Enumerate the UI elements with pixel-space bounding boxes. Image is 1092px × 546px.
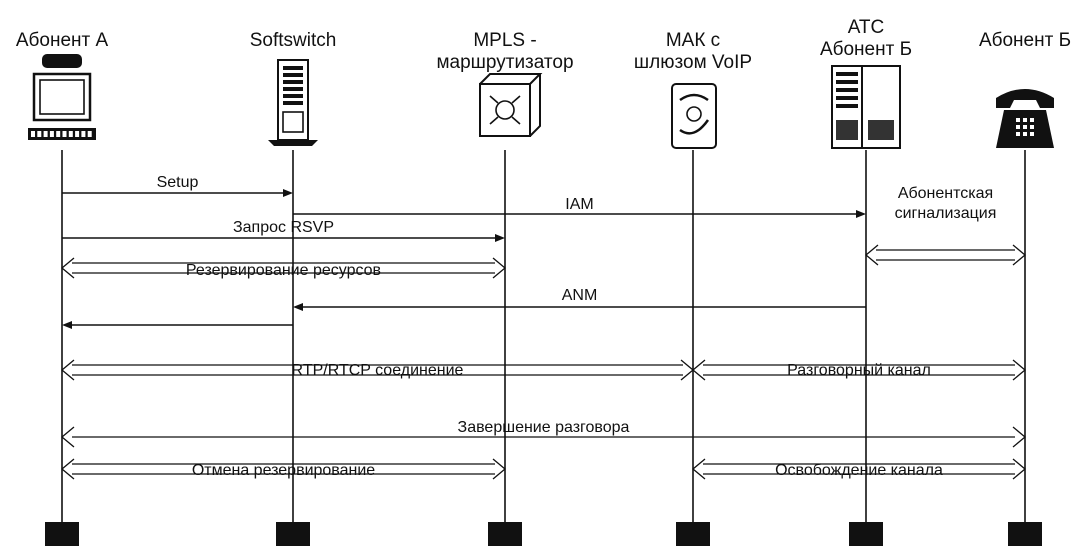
participant-name: Softswitch: [250, 30, 337, 51]
participant-name: МАК с: [666, 30, 720, 51]
lifeline-end-block: [1008, 522, 1042, 546]
participant-name: Абонент Б: [820, 39, 912, 60]
lifeline-end-block: [276, 522, 310, 546]
message-label: Резервирование ресурсов: [186, 262, 381, 279]
pbx-cabinet-icon: [832, 66, 900, 148]
participant-name: Абонент А: [16, 30, 109, 51]
participant-name: MPLS -: [473, 30, 536, 51]
message-9: Завершение разговора: [62, 419, 1025, 447]
message-label: сигнализация: [895, 205, 997, 222]
participant-name: Абонент Б: [979, 30, 1071, 51]
message-10: Отмена резервирование: [62, 459, 505, 479]
participant-name: АТС: [848, 17, 885, 38]
participant-name: маршрутизатор: [436, 52, 573, 73]
message-0: Setup: [62, 174, 293, 197]
message-8: Разговорный канал: [693, 360, 1025, 380]
message-1: IAM: [293, 196, 866, 218]
message-3: Запрос RSVP: [62, 219, 505, 242]
telephone-icon: [996, 89, 1054, 148]
message-label: Завершение разговора: [458, 419, 630, 436]
message-label: Отмена резервирование: [192, 462, 375, 479]
message-label: Абонентская: [898, 185, 993, 202]
message-label: Setup: [157, 174, 199, 191]
message-label: RTP/RTCP соединение: [292, 362, 464, 379]
message-4: Резервирование ресурсов: [62, 258, 505, 279]
message-label: Разговорный канал: [787, 362, 931, 379]
lifeline-end-block: [488, 522, 522, 546]
server-tower-icon: [268, 60, 318, 146]
message-label: ANM: [562, 287, 598, 304]
router-icon: [480, 74, 540, 136]
message-label: Освобождение канала: [775, 462, 943, 479]
participant-name: шлюзом VoIP: [634, 52, 752, 73]
message-6: [62, 321, 293, 329]
message-5: ANM: [293, 287, 866, 311]
lifeline-end-block: [849, 522, 883, 546]
message-7: RTP/RTCP соединение: [62, 360, 693, 380]
voip-gateway-icon: [672, 84, 716, 148]
message-label: IAM: [565, 196, 593, 213]
message-2: Абонентская сигнализация: [866, 185, 1025, 265]
message-11: Освобождение канала: [693, 459, 1025, 479]
lifeline-end-block: [45, 522, 79, 546]
message-label: Запрос RSVP: [233, 219, 334, 236]
lifeline-end-block: [676, 522, 710, 546]
computer-phone-icon: [28, 54, 96, 140]
